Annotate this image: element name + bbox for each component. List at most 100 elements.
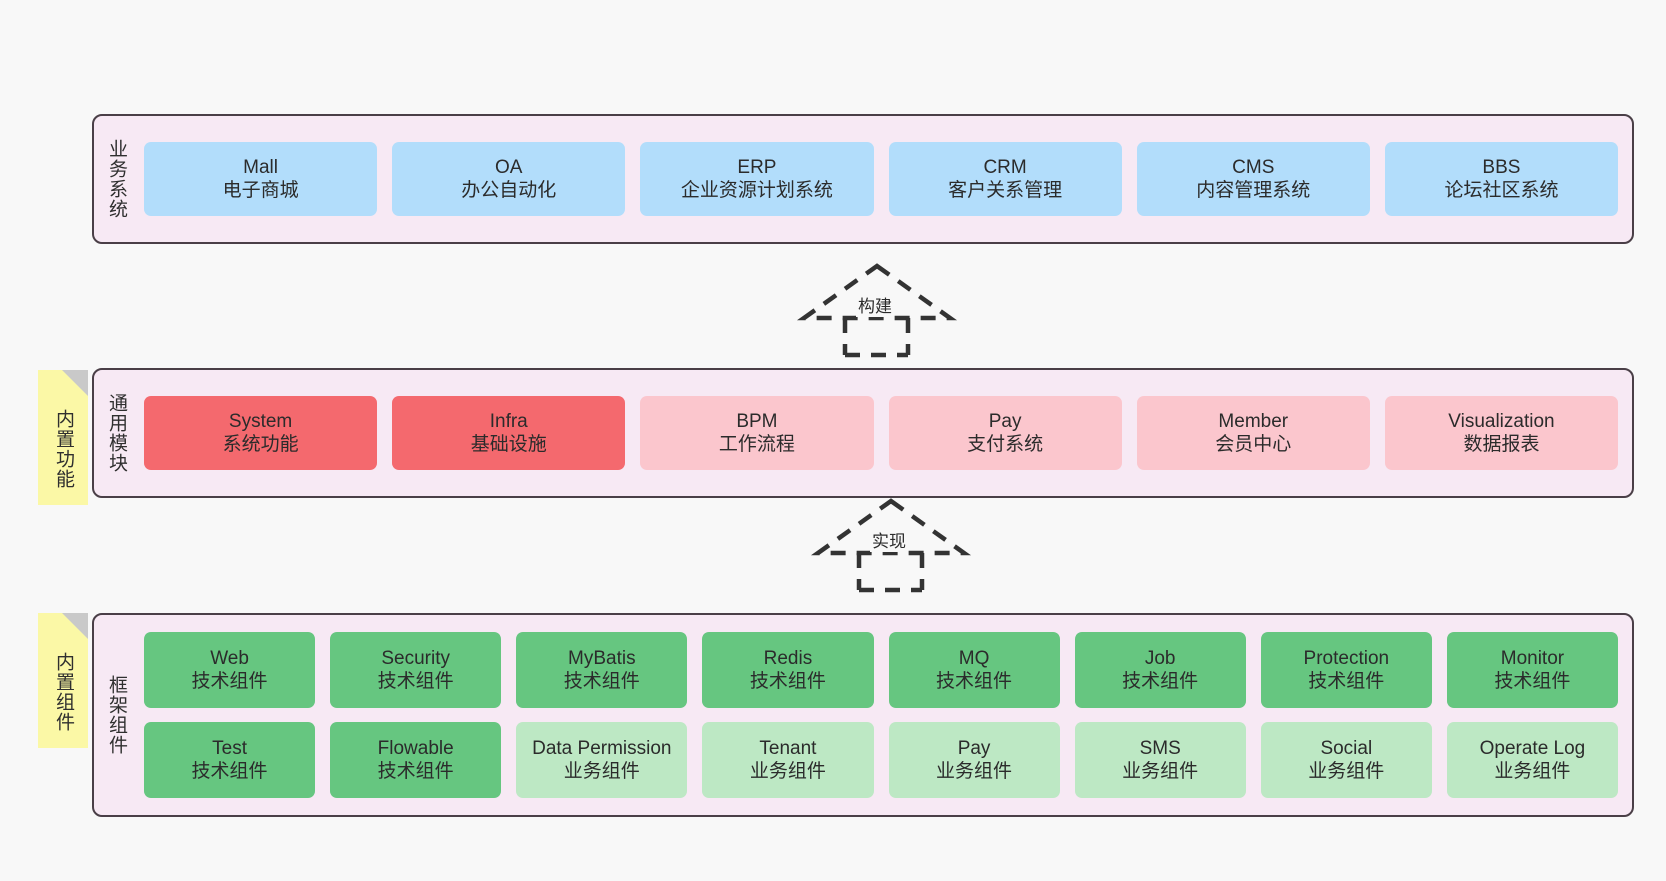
node-subtitle: 业务组件 bbox=[1494, 761, 1571, 782]
node-crm[interactable]: CRM 客户关系管理 bbox=[888, 142, 1122, 216]
node-title: Tenant bbox=[759, 737, 817, 759]
layer-title-business-system: 业务系统 bbox=[106, 139, 128, 219]
layer-body-framework-component: Web 技术组件 Security 技术组件 MyBatis 技术组件 Redi… bbox=[138, 615, 1632, 815]
node-system[interactable]: System 系统功能 bbox=[144, 396, 378, 470]
node-title: Pay bbox=[988, 410, 1022, 432]
node-subtitle: 技术组件 bbox=[377, 761, 454, 782]
layer-body-business-system: Mall 电子商城 OA 办公自动化 ERP 企业资源计划系统 CRM 客户关系… bbox=[138, 116, 1632, 242]
sticky-note-builtin-function: 内置功能 bbox=[38, 370, 88, 505]
sticky-fold-icon bbox=[62, 370, 88, 396]
node-subtitle: 业务组件 bbox=[1308, 761, 1385, 782]
node-title: Pay bbox=[957, 737, 991, 759]
node-subtitle: 工作流程 bbox=[718, 434, 795, 455]
node-subtitle: 技术组件 bbox=[191, 761, 268, 782]
node-title: Web bbox=[210, 647, 249, 669]
node-title: MyBatis bbox=[568, 647, 636, 669]
node-title: Visualization bbox=[1448, 410, 1555, 432]
node-subtitle: 业务组件 bbox=[936, 761, 1013, 782]
node-subtitle: 电子商城 bbox=[222, 180, 299, 201]
row: Web 技术组件 Security 技术组件 MyBatis 技术组件 Redi… bbox=[144, 632, 1618, 708]
node-title: ERP bbox=[737, 156, 777, 178]
node-visualization[interactable]: Visualization 数据报表 bbox=[1384, 396, 1619, 470]
node-mall[interactable]: Mall 电子商城 bbox=[144, 142, 378, 216]
node-cms[interactable]: CMS 内容管理系统 bbox=[1136, 142, 1370, 216]
node-bpm[interactable]: BPM 工作流程 bbox=[640, 396, 874, 470]
node-subtitle: 业务组件 bbox=[1122, 761, 1199, 782]
node-monitor[interactable]: Monitor 技术组件 bbox=[1446, 632, 1618, 708]
node-subtitle: 技术组件 bbox=[1122, 671, 1199, 692]
node-protection[interactable]: Protection 技术组件 bbox=[1260, 632, 1432, 708]
layer-common-module[interactable]: 通用模块 System 系统功能 Infra 基础设施 BPM 工作流程 Pay… bbox=[92, 368, 1634, 498]
connector-implement-arrow bbox=[810, 497, 972, 593]
node-pay[interactable]: Pay 支付系统 bbox=[888, 396, 1122, 470]
node-bbs[interactable]: BBS 论坛社区系统 bbox=[1384, 142, 1619, 216]
node-title: BBS bbox=[1482, 156, 1521, 178]
sticky-note-text: 内置组件 bbox=[53, 651, 75, 732]
node-subtitle: 技术组件 bbox=[191, 671, 268, 692]
node-title: Protection bbox=[1303, 647, 1390, 669]
node-subtitle: 论坛社区系统 bbox=[1444, 180, 1559, 201]
node-subtitle: 技术组件 bbox=[936, 671, 1013, 692]
row: System 系统功能 Infra 基础设施 BPM 工作流程 Pay 支付系统… bbox=[144, 396, 1619, 470]
node-subtitle: 技术组件 bbox=[749, 671, 826, 692]
node-sms[interactable]: SMS 业务组件 bbox=[1074, 722, 1246, 798]
node-social[interactable]: Social 业务组件 bbox=[1260, 722, 1432, 798]
node-title: CMS bbox=[1232, 156, 1275, 178]
node-test[interactable]: Test 技术组件 bbox=[144, 722, 316, 798]
connector-build-label: 构建 bbox=[856, 292, 894, 317]
node-title: Data Permission bbox=[532, 737, 672, 759]
row: Mall 电子商城 OA 办公自动化 ERP 企业资源计划系统 CRM 客户关系… bbox=[144, 142, 1619, 216]
node-title: Mall bbox=[243, 156, 278, 178]
node-member[interactable]: Member 会员中心 bbox=[1136, 396, 1370, 470]
node-flowable[interactable]: Flowable 技术组件 bbox=[330, 722, 502, 798]
node-title: Job bbox=[1144, 647, 1176, 669]
node-subtitle: 企业资源计划系统 bbox=[680, 180, 833, 201]
node-title: Operate Log bbox=[1479, 737, 1586, 759]
node-redis[interactable]: Redis 技术组件 bbox=[702, 632, 874, 708]
node-subtitle: 业务组件 bbox=[749, 761, 826, 782]
node-subtitle: 内容管理系统 bbox=[1196, 180, 1311, 201]
node-erp[interactable]: ERP 企业资源计划系统 bbox=[640, 142, 874, 216]
node-tenant[interactable]: Tenant 业务组件 bbox=[702, 722, 874, 798]
node-subtitle: 会员中心 bbox=[1215, 434, 1292, 455]
node-title: Member bbox=[1218, 410, 1289, 432]
node-subtitle: 数据报表 bbox=[1463, 434, 1540, 455]
node-oa[interactable]: OA 办公自动化 bbox=[392, 142, 626, 216]
node-mybatis[interactable]: MyBatis 技术组件 bbox=[516, 632, 688, 708]
node-subtitle: 系统功能 bbox=[222, 434, 299, 455]
node-title: OA bbox=[495, 156, 523, 178]
layer-title-framework-component: 框架组件 bbox=[106, 675, 128, 755]
node-operate-log[interactable]: Operate Log 业务组件 bbox=[1446, 722, 1618, 798]
row: Test 技术组件 Flowable 技术组件 Data Permission … bbox=[144, 722, 1618, 798]
node-infra[interactable]: Infra 基础设施 bbox=[392, 396, 626, 470]
node-title: Redis bbox=[763, 647, 813, 669]
layer-title-common-module: 通用模块 bbox=[106, 393, 128, 473]
connector-implement-label: 实现 bbox=[870, 527, 908, 552]
node-web[interactable]: Web 技术组件 bbox=[144, 632, 316, 708]
layer-business-system[interactable]: 业务系统 Mall 电子商城 OA 办公自动化 ERP 企业资源计划系统 CRM… bbox=[92, 114, 1634, 244]
node-subtitle: 办公自动化 bbox=[461, 180, 557, 201]
node-data-permission[interactable]: Data Permission 业务组件 bbox=[516, 722, 688, 798]
node-subtitle: 技术组件 bbox=[1494, 671, 1571, 692]
sticky-note-builtin-component: 内置组件 bbox=[38, 613, 88, 748]
node-title: Monitor bbox=[1500, 647, 1565, 669]
layer-framework-component[interactable]: 框架组件 Web 技术组件 Security 技术组件 MyBatis 技术组件… bbox=[92, 613, 1634, 817]
node-security[interactable]: Security 技术组件 bbox=[330, 632, 502, 708]
node-job[interactable]: Job 技术组件 bbox=[1074, 632, 1246, 708]
node-subtitle: 支付系统 bbox=[967, 434, 1044, 455]
node-title: Security bbox=[381, 647, 450, 669]
node-subtitle: 基础设施 bbox=[470, 434, 547, 455]
connector-build-arrow bbox=[796, 262, 958, 358]
node-subtitle: 技术组件 bbox=[563, 671, 640, 692]
node-title: System bbox=[228, 410, 293, 432]
sticky-fold-icon bbox=[62, 613, 88, 639]
node-title: Social bbox=[1320, 737, 1373, 759]
node-mq[interactable]: MQ 技术组件 bbox=[888, 632, 1060, 708]
node-pay-component[interactable]: Pay 业务组件 bbox=[888, 722, 1060, 798]
sticky-note-text: 内置功能 bbox=[53, 408, 75, 489]
node-title: Flowable bbox=[377, 737, 454, 759]
node-title: CRM bbox=[983, 156, 1027, 178]
node-subtitle: 技术组件 bbox=[1308, 671, 1385, 692]
layer-body-common-module: System 系统功能 Infra 基础设施 BPM 工作流程 Pay 支付系统… bbox=[138, 370, 1632, 496]
